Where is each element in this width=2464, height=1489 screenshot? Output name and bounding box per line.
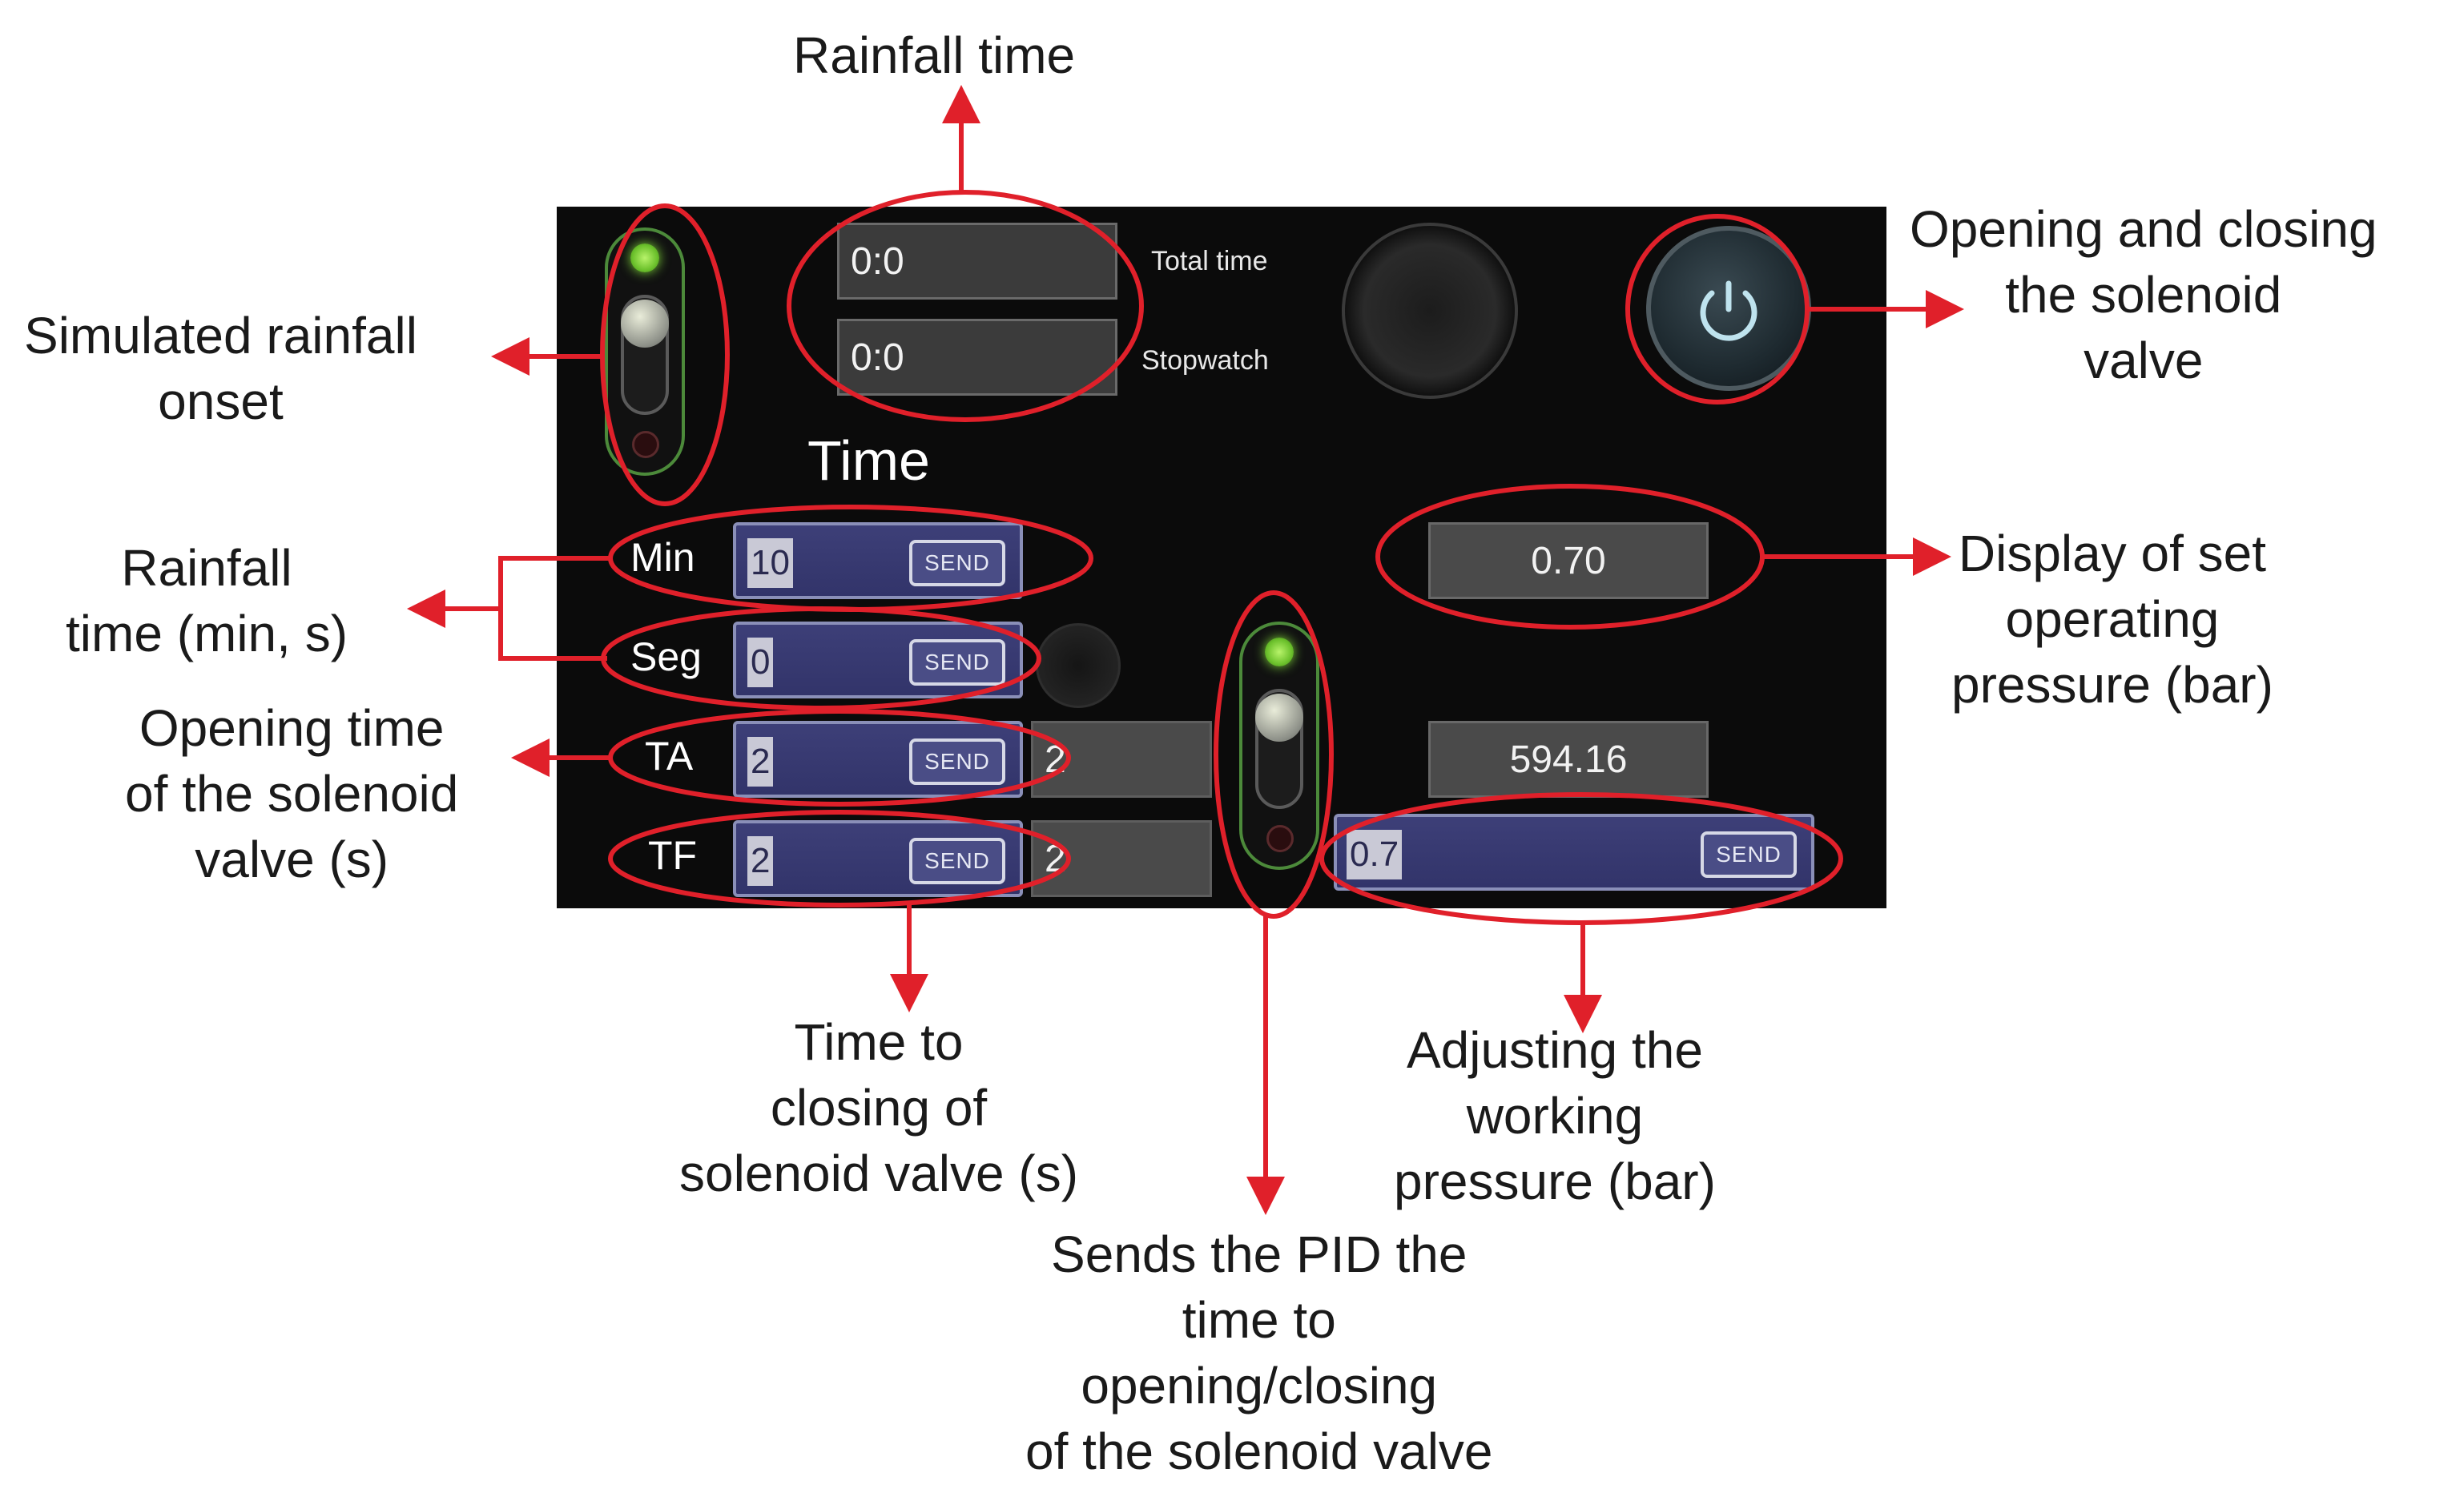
row-label-min: Min — [630, 535, 695, 580]
ta-send-button[interactable]: SEND — [909, 738, 1005, 785]
min-input[interactable]: 10 — [747, 538, 793, 588]
label-opening-time: Opening time of the solenoid valve (s) — [125, 695, 458, 892]
led-off-indicator — [632, 431, 659, 458]
label-line: Simulated rainfall — [24, 307, 417, 364]
label-display-pressure: Display of set operating pressure (bar) — [1951, 521, 2273, 718]
label-time-to-closing: Time to closing of solenoid valve (s) — [679, 1009, 1078, 1206]
label-line: of the solenoid valve — [1025, 1423, 1493, 1480]
tf-readout: 2 — [1031, 820, 1212, 897]
label-line: Time to — [794, 1013, 964, 1071]
label-simulated-onset: Simulated rainfall onset — [24, 303, 417, 434]
ta-input[interactable]: 2 — [747, 737, 774, 787]
label-rainfall-time-min-s: Rainfall time (min, s) — [66, 535, 348, 666]
label-line: pressure (bar) — [1394, 1153, 1716, 1210]
switch-knob[interactable] — [1255, 694, 1303, 742]
row-label-tf: TF — [648, 833, 698, 878]
min-input-bar: 10 SEND — [733, 522, 1023, 599]
stopwatch-label: Stopwatch — [1141, 345, 1269, 376]
label-line: Opening time — [139, 699, 445, 757]
row-label-seg: Seg — [630, 634, 702, 679]
label-sends-pid: Sends the PID the time to opening/closin… — [1025, 1221, 1493, 1484]
label-line: time (min, s) — [66, 605, 348, 662]
led-on-indicator — [1265, 638, 1294, 666]
seg-input[interactable]: 0 — [747, 638, 774, 687]
led-on-indicator — [630, 243, 659, 272]
label-line: solenoid valve (s) — [679, 1145, 1078, 1202]
label-line: Display of set — [1958, 525, 2267, 582]
tf-send-button[interactable]: SEND — [909, 838, 1005, 884]
label-line: valve (s) — [195, 831, 389, 888]
label-line: Opening and closing — [1910, 200, 2377, 258]
pid-send-switch[interactable] — [1239, 622, 1319, 870]
rainfall-onset-switch[interactable] — [605, 227, 685, 476]
label-line: onset — [158, 372, 284, 430]
label-line: Adjusting the — [1406, 1021, 1703, 1079]
switch-knob[interactable] — [621, 300, 669, 348]
seg-status-indicator — [1036, 623, 1121, 708]
pressure-input-bar: 0.7 SEND — [1334, 814, 1814, 891]
label-line: time to — [1182, 1291, 1336, 1349]
label-line: the solenoid — [2005, 266, 2282, 324]
ta-readout: 2 — [1031, 721, 1212, 798]
label-adjusting-pressure: Adjusting the working pressure (bar) — [1394, 1017, 1716, 1214]
power-icon — [1700, 280, 1757, 341]
label-line: opening/closing — [1081, 1357, 1438, 1415]
led-off-indicator — [1266, 825, 1294, 852]
total-time-display: 0:0 — [837, 223, 1117, 300]
solenoid-power-button[interactable] — [1646, 226, 1811, 391]
seg-input-bar: 0 SEND — [733, 622, 1023, 698]
seg-send-button[interactable]: SEND — [909, 639, 1005, 686]
tf-input[interactable]: 2 — [747, 836, 774, 886]
tf-input-bar: 2 SEND — [733, 820, 1023, 897]
total-time-label: Total time — [1151, 246, 1268, 276]
pressure-reading-display: 594.16 — [1428, 721, 1709, 798]
pressure-input[interactable]: 0.7 — [1347, 830, 1403, 879]
control-panel: 0:0 Total time 0:0 Stopwatch Time Min 10… — [557, 207, 1886, 908]
row-label-ta: TA — [645, 734, 694, 779]
label-line: of the solenoid — [125, 765, 459, 823]
ta-input-bar: 2 SEND — [733, 721, 1023, 798]
stopwatch-display: 0:0 — [837, 319, 1117, 396]
label-line: valve — [2084, 332, 2204, 389]
label-line: Sends the PID the — [1051, 1225, 1468, 1283]
min-send-button[interactable]: SEND — [909, 540, 1005, 586]
label-line: Rainfall — [121, 539, 292, 597]
pressure-send-button[interactable]: SEND — [1701, 831, 1797, 878]
label-open-close-valve: Opening and closing the solenoid valve — [1910, 196, 2377, 393]
label-line: pressure (bar) — [1951, 656, 2273, 714]
label-rainfall-time: Rainfall time — [793, 26, 1076, 84]
label-line: operating — [2005, 590, 2220, 648]
speaker-grille — [1342, 223, 1518, 399]
time-heading: Time — [807, 429, 930, 492]
set-pressure-display: 0.70 — [1428, 522, 1709, 599]
label-line: closing of — [770, 1079, 988, 1137]
label-line: working — [1466, 1087, 1644, 1145]
